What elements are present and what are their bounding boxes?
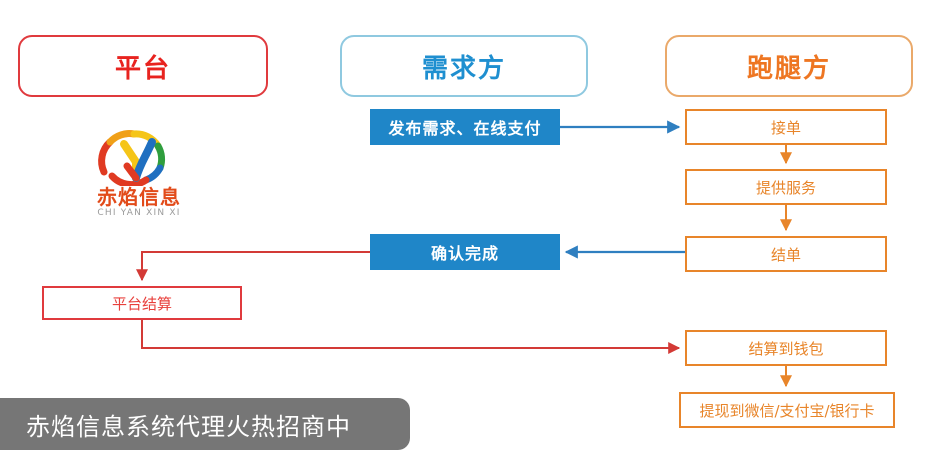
node-settle-to-wallet-label: 结算到钱包 xyxy=(748,339,824,358)
column-header-demand: 需求方 xyxy=(340,35,588,97)
node-provide-service-label: 提供服务 xyxy=(755,178,816,197)
promo-banner: 赤焰信息系统代理火热招商中 xyxy=(0,398,410,450)
node-platform-settlement[interactable]: 平台结算 xyxy=(42,286,242,320)
node-accept-order-label: 接单 xyxy=(770,118,801,137)
column-header-runner-label: 跑腿方 xyxy=(746,53,831,84)
column-header-platform: 平台 xyxy=(18,35,268,97)
promo-banner-text: 赤焰信息系统代理火热招商中 xyxy=(26,412,351,441)
column-header-runner: 跑腿方 xyxy=(665,35,913,97)
edge-confirm-to-platform-settle xyxy=(136,251,370,282)
node-settle-order[interactable]: 结单 xyxy=(685,236,887,272)
company-logo: 赤焰信息 CHI YAN XIN XI xyxy=(78,130,200,222)
column-header-demand-label: 需求方 xyxy=(421,53,506,84)
edge-platform-settle-to-wallet xyxy=(141,320,681,354)
node-settle-to-wallet[interactable]: 结算到钱包 xyxy=(685,330,887,366)
node-publish-demand[interactable]: 发布需求、在线支付 xyxy=(370,109,560,145)
node-settle-order-label: 结单 xyxy=(770,245,801,264)
node-platform-settlement-label: 平台结算 xyxy=(111,294,172,313)
logo-name-cn: 赤焰信息 xyxy=(97,185,181,209)
column-header-platform-label: 平台 xyxy=(114,53,171,84)
node-withdraw-label: 提现到微信/支付宝/银行卡 xyxy=(699,401,875,420)
node-confirm-completion-label: 确认完成 xyxy=(430,244,499,263)
node-publish-demand-label: 发布需求、在线支付 xyxy=(388,119,542,138)
node-provide-service[interactable]: 提供服务 xyxy=(685,169,887,205)
logo-name-en: CHI YAN XIN XI xyxy=(97,208,181,218)
logo-swoosh-icon xyxy=(98,130,166,186)
node-withdraw[interactable]: 提现到微信/支付宝/银行卡 xyxy=(679,392,895,428)
node-accept-order[interactable]: 接单 xyxy=(685,109,887,145)
node-confirm-completion[interactable]: 确认完成 xyxy=(370,234,560,270)
